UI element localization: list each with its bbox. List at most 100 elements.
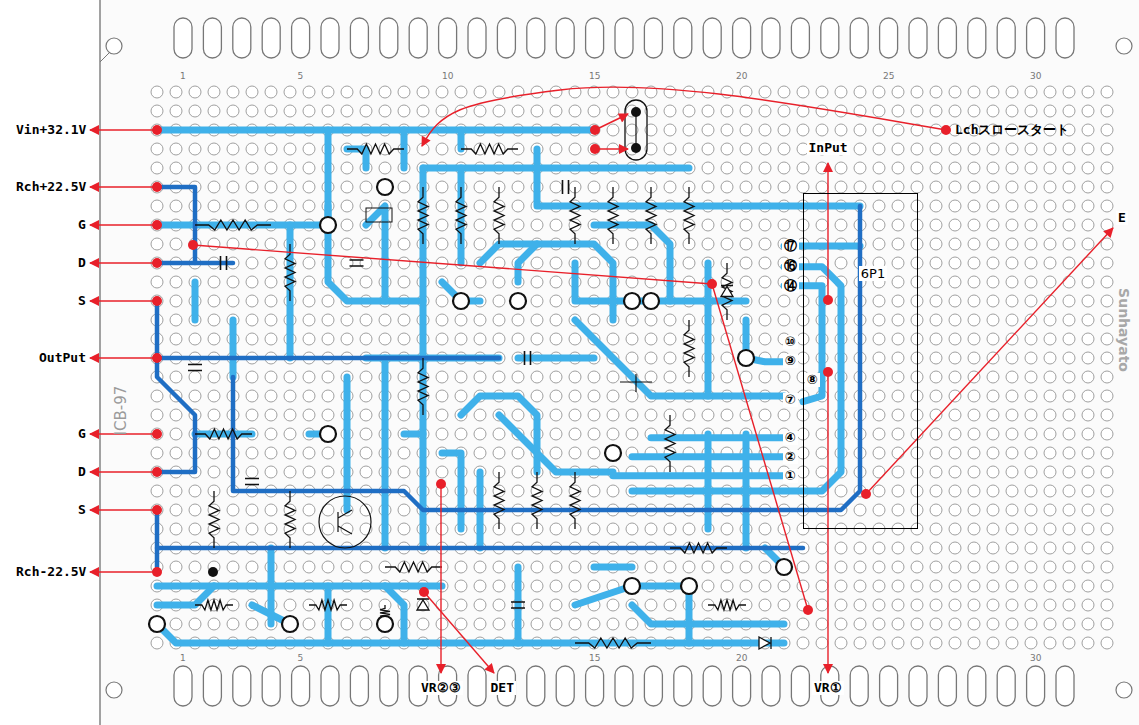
edge-pad <box>203 666 221 706</box>
hole <box>664 314 676 326</box>
hole <box>835 124 847 136</box>
leader-line <box>90 262 157 263</box>
hole <box>683 257 695 269</box>
hole <box>550 276 562 288</box>
hole <box>1101 276 1113 288</box>
hole <box>227 295 239 307</box>
hole <box>151 504 163 516</box>
hole <box>1082 618 1094 630</box>
edge-pad <box>733 18 751 58</box>
hole <box>550 390 562 402</box>
hole <box>987 219 999 231</box>
hole <box>1063 561 1075 573</box>
hole <box>740 238 752 250</box>
leader-line <box>90 129 157 130</box>
edge-pad <box>674 18 692 58</box>
hole <box>721 352 733 364</box>
resistor-symbol <box>708 600 746 610</box>
hole <box>740 561 752 573</box>
capacitor-symbol <box>350 260 364 266</box>
hole <box>360 599 372 611</box>
hole <box>873 523 885 535</box>
pin-number: ② <box>783 450 798 465</box>
hole <box>740 181 752 193</box>
column-number: 25 <box>883 71 894 81</box>
copper-trace <box>442 453 461 529</box>
edge-pad <box>174 666 192 706</box>
hole <box>436 523 448 535</box>
resistor-symbol <box>646 187 656 244</box>
signal-name: Vin+32.1V <box>16 123 86 138</box>
copper-trace <box>651 434 784 441</box>
hole <box>398 276 410 288</box>
edge-pad <box>674 666 692 706</box>
hole <box>303 295 315 307</box>
hole <box>930 637 942 649</box>
hole <box>1006 504 1018 516</box>
hole <box>246 105 258 117</box>
hole <box>987 447 999 459</box>
hole <box>930 485 942 497</box>
hole <box>588 143 600 155</box>
hole <box>1025 428 1037 440</box>
edge-pad <box>791 666 809 706</box>
light-traces <box>157 130 860 643</box>
hole <box>854 599 866 611</box>
hole <box>987 466 999 478</box>
hole <box>1044 200 1056 212</box>
hole <box>512 371 524 383</box>
hole <box>892 523 904 535</box>
hole <box>930 238 942 250</box>
hole <box>626 181 638 193</box>
hole <box>816 124 828 136</box>
copper-trace <box>192 282 199 320</box>
resistor-symbol <box>195 600 233 610</box>
hole <box>170 314 182 326</box>
hole <box>930 352 942 364</box>
signal-name: Rch+22.5V <box>16 180 86 195</box>
hole <box>550 409 562 421</box>
hole <box>1063 314 1075 326</box>
hole <box>303 162 315 174</box>
edge-pad <box>292 18 310 58</box>
hole <box>531 295 543 307</box>
hole <box>664 105 676 117</box>
copper-trace <box>594 564 632 571</box>
hole <box>1006 181 1018 193</box>
marker-dot <box>152 467 162 477</box>
hole <box>436 390 448 402</box>
leader-line <box>90 357 157 358</box>
hole <box>550 333 562 345</box>
hole <box>208 618 220 630</box>
hole <box>607 390 619 402</box>
hole <box>417 618 429 630</box>
edge-pad <box>791 18 809 58</box>
hole <box>740 105 752 117</box>
hole <box>854 618 866 630</box>
hole <box>284 466 296 478</box>
hole <box>1082 561 1094 573</box>
hole <box>1101 86 1113 98</box>
edge-pad <box>380 666 398 706</box>
hole <box>265 428 277 440</box>
resistor-symbol <box>608 187 618 244</box>
hole <box>1082 485 1094 497</box>
hole <box>797 618 809 630</box>
hole <box>1025 295 1037 307</box>
hole <box>151 485 163 497</box>
hole <box>1025 561 1037 573</box>
hole <box>816 409 828 421</box>
hole <box>493 618 505 630</box>
resistor-symbol <box>494 472 504 529</box>
hole <box>911 371 923 383</box>
hole <box>398 314 410 326</box>
hole <box>360 276 372 288</box>
hole <box>930 428 942 440</box>
hole <box>189 371 201 383</box>
hole <box>721 238 733 250</box>
hole <box>949 257 961 269</box>
hole <box>379 314 391 326</box>
hole <box>569 618 581 630</box>
signal-name: D <box>78 465 86 480</box>
hole <box>1063 390 1075 402</box>
